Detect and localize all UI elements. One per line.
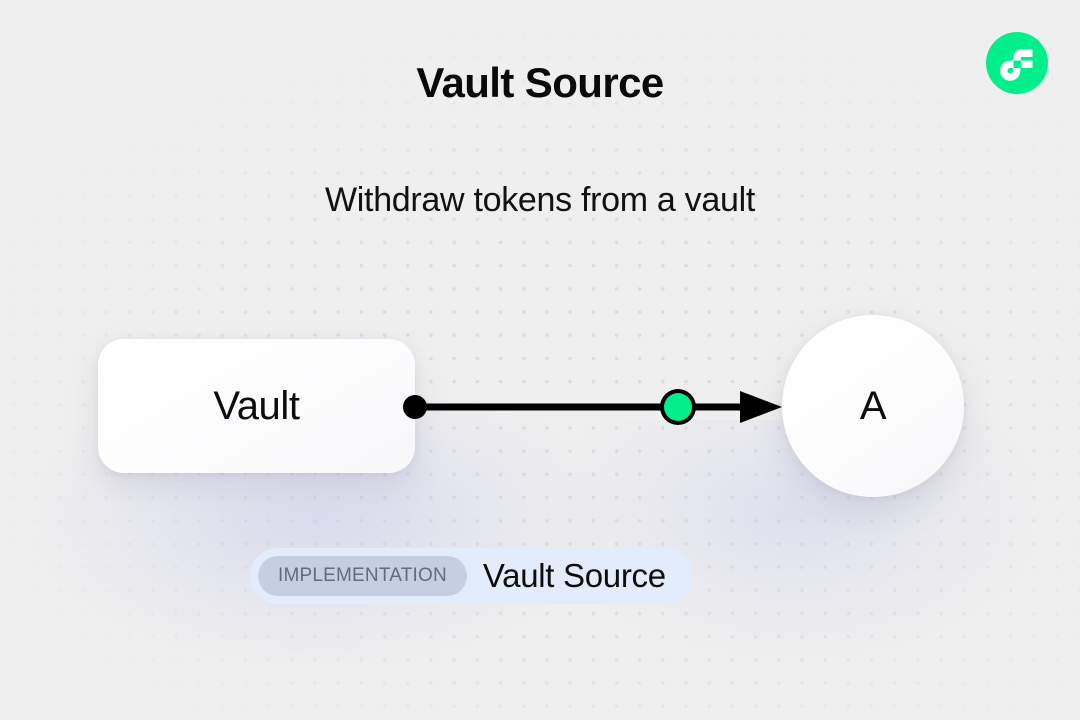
implementation-badge[interactable]: IMPLEMENTATION Vault Source: [250, 548, 694, 604]
node-vault-label: Vault: [213, 383, 300, 428]
page-title: Vault Source: [416, 59, 664, 106]
lavender-glow-right: [560, 420, 1030, 650]
page-subtitle: Withdraw tokens from a vault: [325, 181, 755, 219]
node-vault[interactable]: Vault: [98, 339, 415, 473]
implementation-tag-label: IMPLEMENTATION: [258, 556, 467, 596]
edge-arrowhead-icon: [740, 391, 782, 423]
implementation-name-label: Vault Source: [482, 557, 666, 594]
flow-logo-icon: [986, 32, 1048, 94]
edge-midpoint-ring: [660, 389, 696, 425]
node-a[interactable]: A: [782, 315, 964, 497]
edge-midpoint-marker[interactable]: [664, 393, 692, 421]
node-a-label: A: [859, 383, 887, 428]
